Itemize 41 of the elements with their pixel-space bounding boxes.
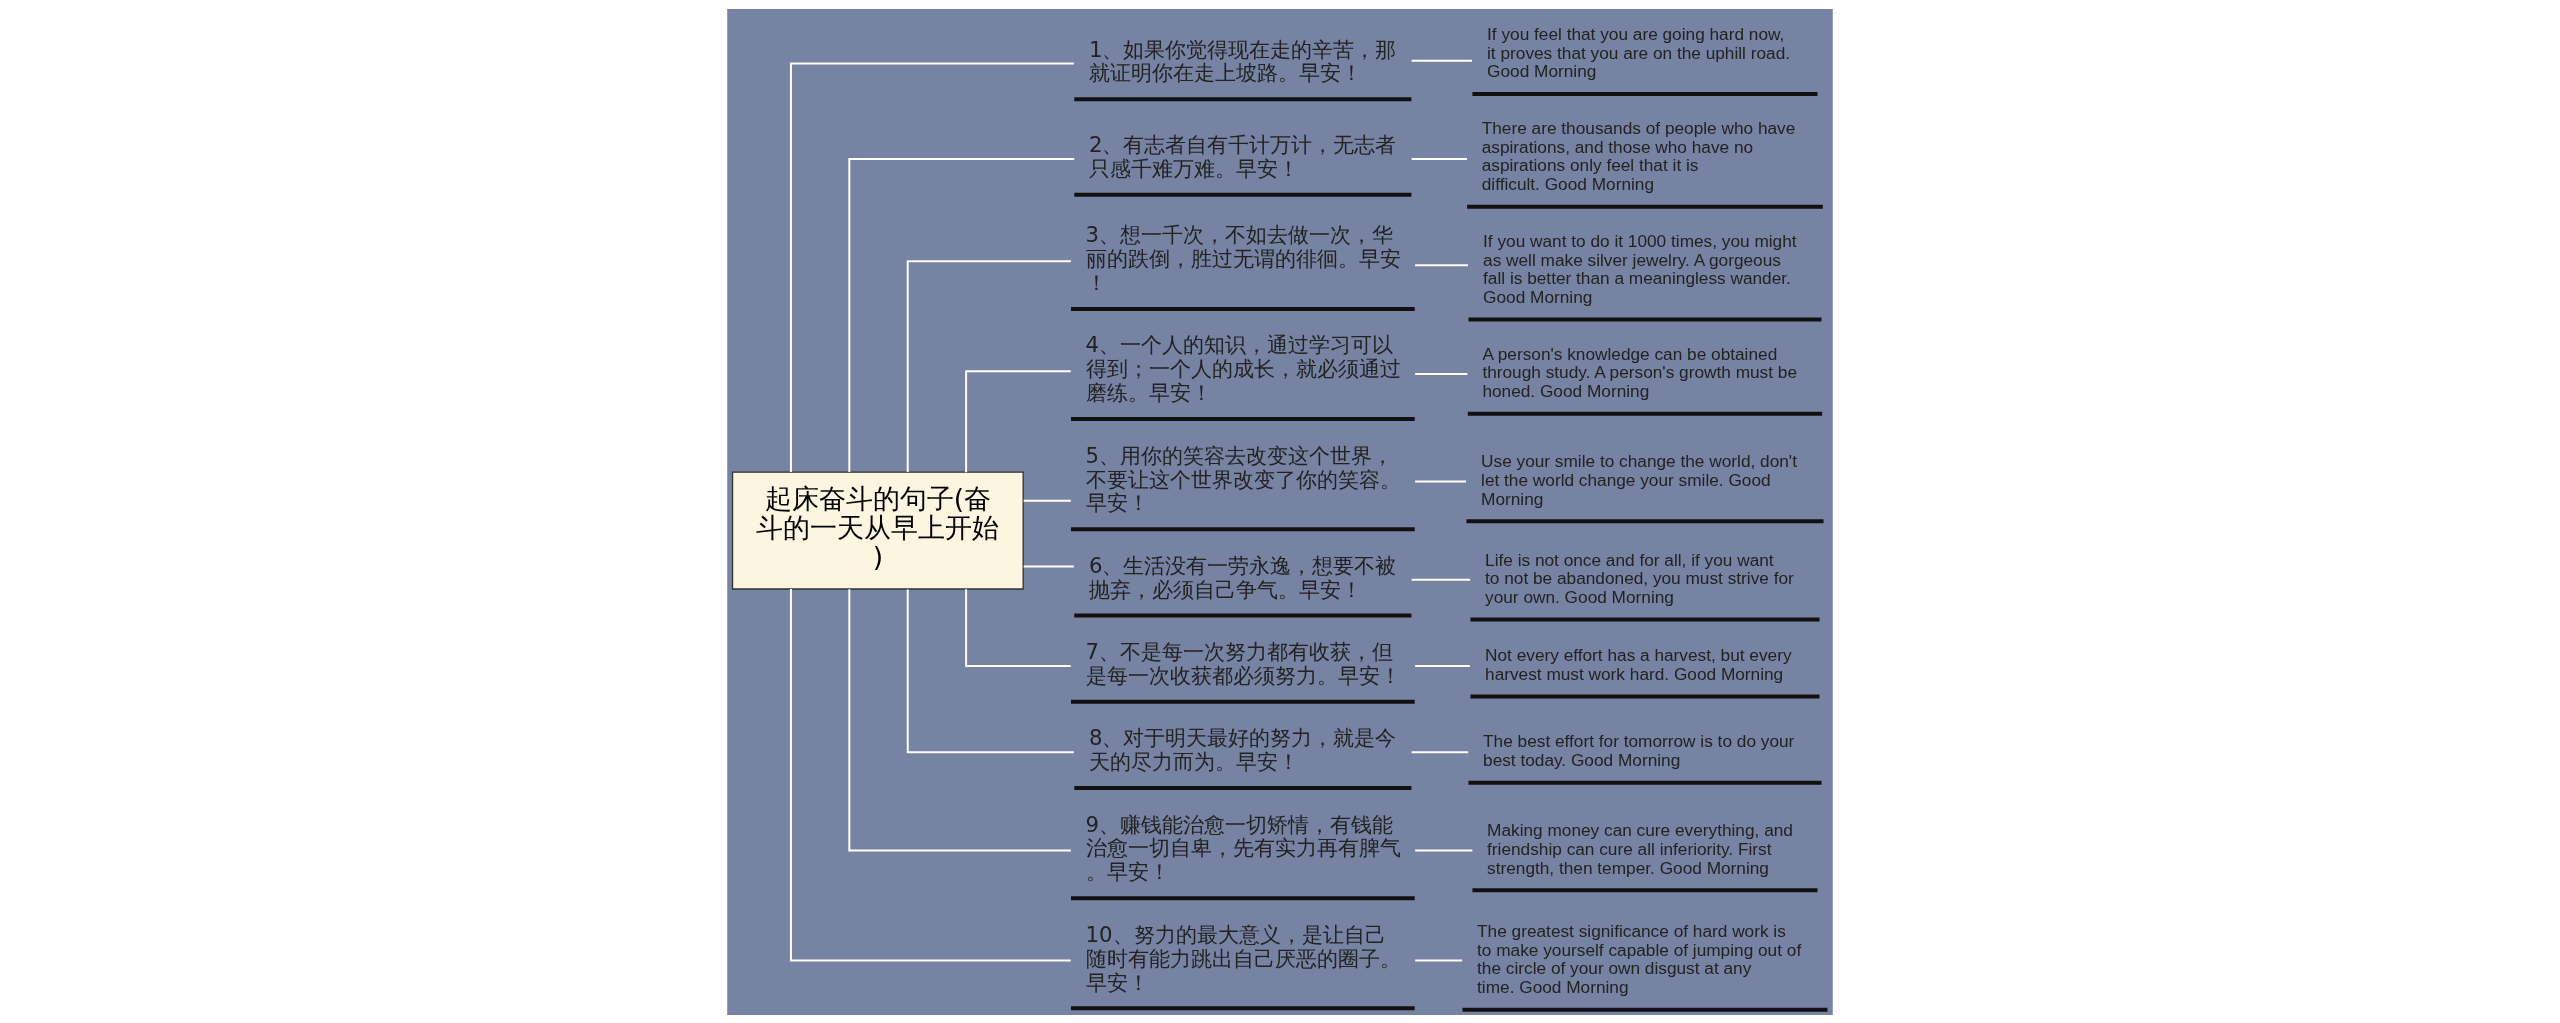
connector (1414, 372, 1469, 375)
connector (906, 259, 1072, 473)
node-text: Use your smile to change the world, don't let the world change your smile. Good Morning (1481, 450, 1797, 509)
node-text: The greatest significance of hard work is to make yourself capable of jumping out of the circle of your own disgust at any time. Good Morning (1477, 920, 1802, 997)
node-text: 10、努力的最大意义，是让自己随时有能力跳出自己厌恶的圈子。早安！ (1085, 921, 1401, 995)
connector (1410, 750, 1470, 753)
connector (1410, 59, 1474, 62)
node-text: 5、用你的笑容去改变这个世界，不要让这个世界改变了你的笑容。早安！ (1085, 442, 1401, 515)
connector (848, 587, 1072, 851)
node-text: 4、一个人的知识，通过学习可以得到；一个人的成长，就必须通过磨练。早安！ (1085, 331, 1401, 405)
node-text: If you want to do it 1000 times, you might as well make silver jewelry. A gorgeous fall is better than a meaningless wander. Good Morning (1483, 230, 1797, 307)
connector (789, 61, 1075, 473)
node-text: A person's knowledge can be obtained through study. A person's growth must be honed. Good Morning (1482, 343, 1798, 401)
connector (1414, 263, 1469, 266)
node-text: If you feel that you are going hard now, it proves that you are on the uphill road. Good Morning (1487, 23, 1791, 81)
connector (1414, 664, 1471, 667)
node-text: 9、赚钱能治愈一切矫情，有钱能治愈一切自卑，先有实力再有脾气。早安！ (1085, 811, 1401, 884)
node-text: 6、生活没有一劳永逸，想要不被抛弃，必须自己争气。早安！ (1088, 552, 1397, 602)
connector (1414, 848, 1474, 851)
node-text: 8、对于明天最好的努力，就是今天的尽力而为。早安！ (1088, 724, 1397, 774)
connector (1022, 499, 1072, 502)
connector (965, 587, 1072, 667)
node-text: The best effort for tomorrow is to do your best today. Good Morning (1483, 730, 1795, 770)
connector (848, 157, 1076, 473)
connector (789, 587, 1072, 962)
node-box: 起床奋斗的句子(奋斗的一天从早上开始) (731, 471, 1024, 590)
connector (965, 369, 1072, 473)
node-text: 3、想一千次，不如去做一次，华丽的跌倒，胜过无谓的徘徊。早安！ (1085, 221, 1401, 295)
connector (1022, 564, 1075, 567)
node-text: Making money can cure everything, and friendship can cure all inferiority. First strength, then temper. Good Morning (1487, 819, 1793, 878)
connector (1410, 157, 1468, 160)
connector (1414, 479, 1467, 482)
connector (1410, 578, 1472, 581)
connector (906, 587, 1075, 753)
node-text: 2、有志者自有千计万计，无志者只感千难万难。早安！ (1088, 131, 1397, 181)
node-text: Life is not once and for all, if you want to not be abandoned, you must strive for your own. Good Morning (1485, 549, 1794, 607)
node-text: 7、不是每一次努力都有收获，但是每一次收获都必须努力。早安！ (1085, 638, 1401, 688)
connector (1414, 959, 1464, 962)
node-text: 1、如果你觉得现在走的辛苦，那就证明你在走上坡路。早安！ (1088, 36, 1397, 85)
node-text: There are thousands of people who have aspirations, and those who have no aspirations only feel that it is difficult. Good Morning (1481, 117, 1796, 194)
node-text: Not every effort has a harvest, but every harvest must work hard. Good Morning (1485, 644, 1792, 684)
